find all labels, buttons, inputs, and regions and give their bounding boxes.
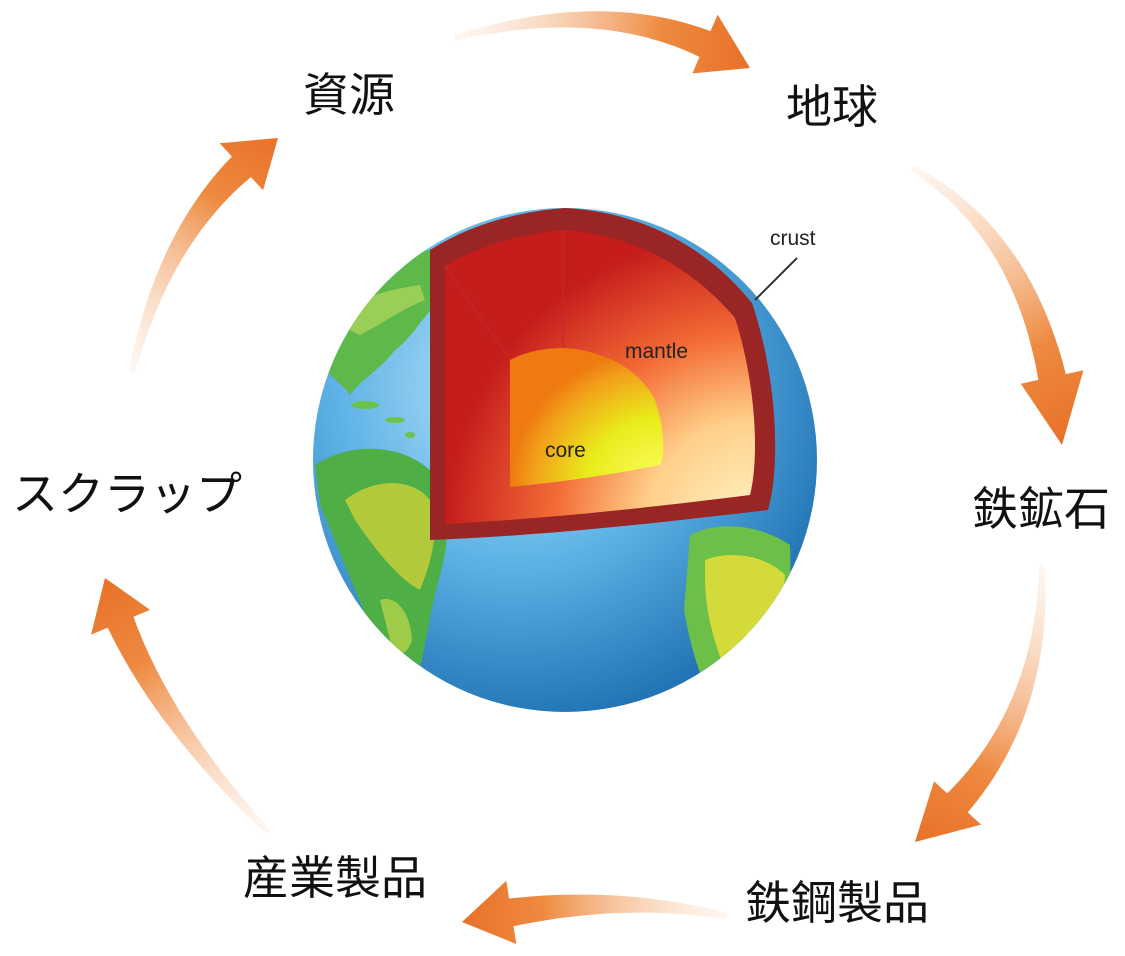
- arrow-industrial-products-to-scrap: [91, 578, 271, 835]
- arrow-steel-products-to-industrial-products: [462, 880, 728, 944]
- crust-pointer-line: [754, 257, 798, 301]
- core-layer: [510, 348, 664, 487]
- stage-label-iron-ore: 鉄鉱石: [972, 482, 1110, 536]
- cycle-arrows: [91, 11, 1084, 944]
- arrow-resource-to-earth: [454, 11, 750, 74]
- stage-label-steel-products: 鉄鋼製品: [745, 876, 929, 930]
- earth-illustration: crust mantle core: [313, 208, 817, 712]
- stage-label-earth: 地球: [786, 80, 878, 134]
- stage-label-scrap: スクラップ: [12, 467, 242, 521]
- arrow-earth-to-iron-ore: [910, 165, 1084, 445]
- core-label: core: [545, 439, 586, 462]
- stage-label-resource: 資源: [303, 68, 395, 122]
- mantle-label: mantle: [625, 340, 688, 363]
- arrow-scrap-to-resource: [129, 138, 278, 373]
- stage-label-industrial-products: 産業製品: [243, 851, 427, 905]
- arrow-iron-ore-to-steel-products: [915, 564, 1046, 842]
- crust-label: crust: [770, 227, 816, 250]
